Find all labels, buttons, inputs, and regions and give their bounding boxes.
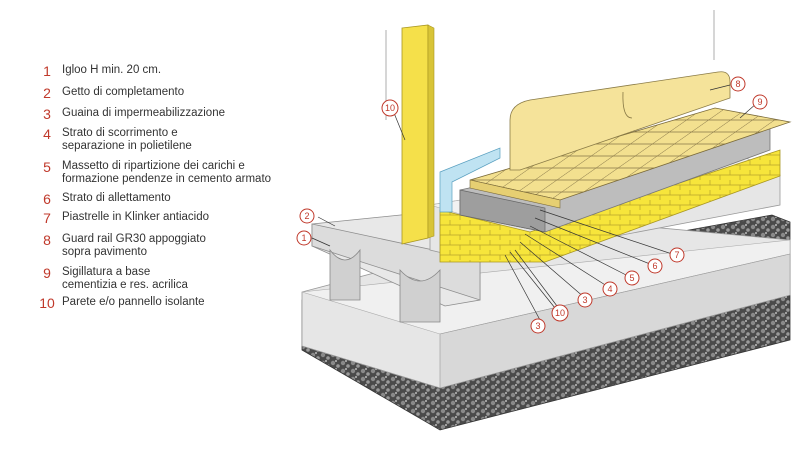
callout-10-floor-label: 10 xyxy=(555,308,565,318)
callout-7-label: 7 xyxy=(674,250,679,260)
legend-item: 6 Strato di allettamento xyxy=(38,192,171,206)
callout-2: 2 xyxy=(299,208,315,224)
legend-number: 10 xyxy=(39,295,55,311)
legend-item: 4 Strato di scorrimento e separazione in… xyxy=(38,127,192,153)
callout-8-label: 8 xyxy=(735,79,740,89)
callout-6: 6 xyxy=(647,258,663,274)
legend-label: Strato di allettamento xyxy=(62,192,171,204)
legend-number: 3 xyxy=(43,106,51,122)
callout-4: 4 xyxy=(602,281,618,297)
legend-item: 8 Guard rail GR30 appoggiato sopra pavim… xyxy=(38,233,206,259)
legend-label: Guaina di impermeabilizzazione xyxy=(62,107,225,119)
callout-5-label: 5 xyxy=(629,273,634,283)
callout-7: 7 xyxy=(669,247,685,263)
callout-1: 1 xyxy=(296,230,312,246)
legend-item: 3 Guaina di impermeabilizzazione xyxy=(38,107,225,121)
legend-number: 5 xyxy=(43,159,51,175)
callout-3-left-label: 3 xyxy=(535,321,540,331)
legend-number: 8 xyxy=(43,232,51,248)
wall-panel xyxy=(401,24,435,245)
callout-4-label: 4 xyxy=(607,284,612,294)
legend-label: Getto di completamento xyxy=(62,86,185,98)
callout-5: 5 xyxy=(624,270,640,286)
legend-item: 10 Parete e/o pannello isolante xyxy=(38,295,205,311)
callout-10-wall-label: 10 xyxy=(385,103,395,113)
callout-2-label: 2 xyxy=(304,211,309,221)
callout-1-label: 1 xyxy=(301,233,306,243)
legend-number: 1 xyxy=(43,63,51,79)
legend-number: 9 xyxy=(43,265,51,281)
legend-number: 4 xyxy=(43,126,51,142)
legend-number: 6 xyxy=(43,191,51,207)
legend-label: Igloo H min. 20 cm. xyxy=(62,64,162,76)
callout-10-floor: 10 xyxy=(551,304,569,322)
legend-label: Parete e/o pannello isolante xyxy=(62,296,205,308)
legend-item: 1 Igloo H min. 20 cm. xyxy=(38,64,161,78)
legend-item: 7 Piastrelle in Klinker antiacido xyxy=(38,211,209,225)
legend-number: 7 xyxy=(43,210,51,226)
legend-item: 5 Massetto di ripartizione dei carichi e… xyxy=(38,160,271,186)
callout-10-wall: 10 xyxy=(381,99,399,117)
leader-lines xyxy=(311,84,758,321)
legend-item: 9 Sigillatura a base cementizia e res. a… xyxy=(38,266,188,292)
callout-8: 8 xyxy=(730,76,746,92)
legend-number: 2 xyxy=(43,85,51,101)
legend-label: Massetto di ripartizione dei carichi e f… xyxy=(62,160,272,185)
tile-surface xyxy=(469,107,792,209)
callout-3-right-label: 3 xyxy=(582,295,587,305)
legend-item: 2 Getto di completamento xyxy=(38,86,184,100)
legend-label: Strato di scorrimento e separazione in p… xyxy=(62,127,192,152)
callout-9: 9 xyxy=(752,94,768,110)
callout-3-right: 3 xyxy=(577,292,593,308)
callout-9-label: 9 xyxy=(757,97,762,107)
callout-6-label: 6 xyxy=(652,261,657,271)
guard-rail xyxy=(509,71,731,171)
legend-label: Piastrelle in Klinker antiacido xyxy=(62,211,210,223)
legend-label: Sigillatura a base cementizia e res. acr… xyxy=(62,266,188,291)
callout-3-left: 3 xyxy=(530,318,546,334)
waterproofing-membrane xyxy=(439,147,501,213)
legend-label: Guard rail GR30 appoggiato sopra pavimen… xyxy=(62,233,206,258)
